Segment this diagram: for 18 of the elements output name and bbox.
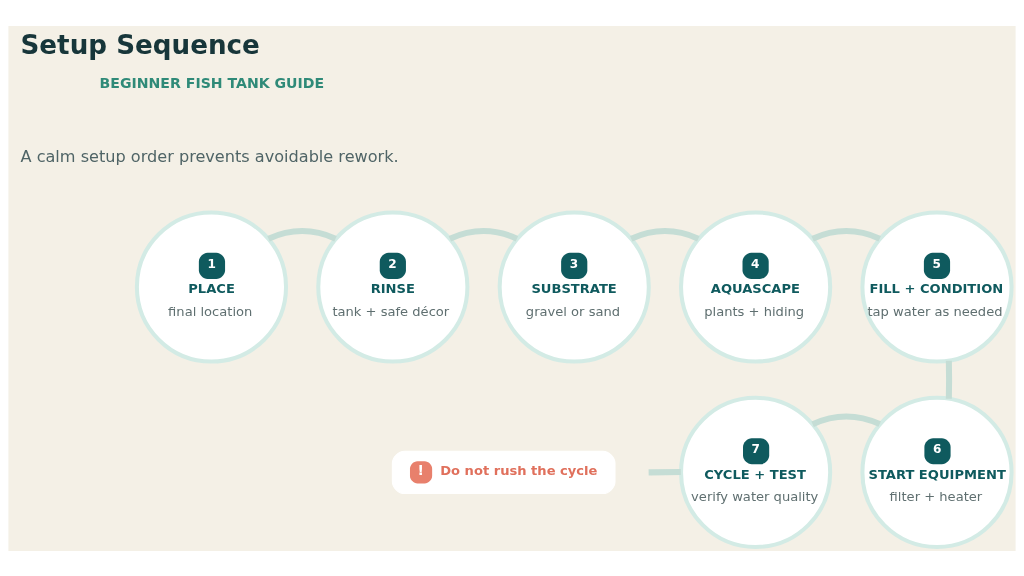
label: BEGINNER FISH TANK GUIDE xyxy=(99,74,325,91)
connector xyxy=(811,412,881,427)
node-circle: 2 RINSE tank + safe décor xyxy=(316,209,470,364)
node-circle: 6 START EQUIPMENT filter + heater xyxy=(860,395,1014,549)
node-box: ! Do not rush the cycle xyxy=(391,450,616,494)
node-circle: 5 FILL + CONDITION tap water as needed xyxy=(860,209,1014,364)
connector xyxy=(945,360,953,399)
node-circle: 3 SUBSTRATE gravel or sand xyxy=(497,209,651,364)
node-circle: 7 CYCLE + TEST verify water quality xyxy=(679,395,833,549)
connector xyxy=(448,227,519,242)
connector xyxy=(648,468,681,475)
diagram-title: Setup Sequence xyxy=(20,29,260,60)
connector xyxy=(267,227,337,242)
node-circle: 1 PLACE final location xyxy=(134,209,289,364)
node-circle: 4 AQUASCAPE plants + hiding xyxy=(679,209,833,364)
connector xyxy=(630,227,700,242)
connector xyxy=(811,227,881,242)
label: A calm setup order prevents avoidable rework. xyxy=(20,146,399,166)
